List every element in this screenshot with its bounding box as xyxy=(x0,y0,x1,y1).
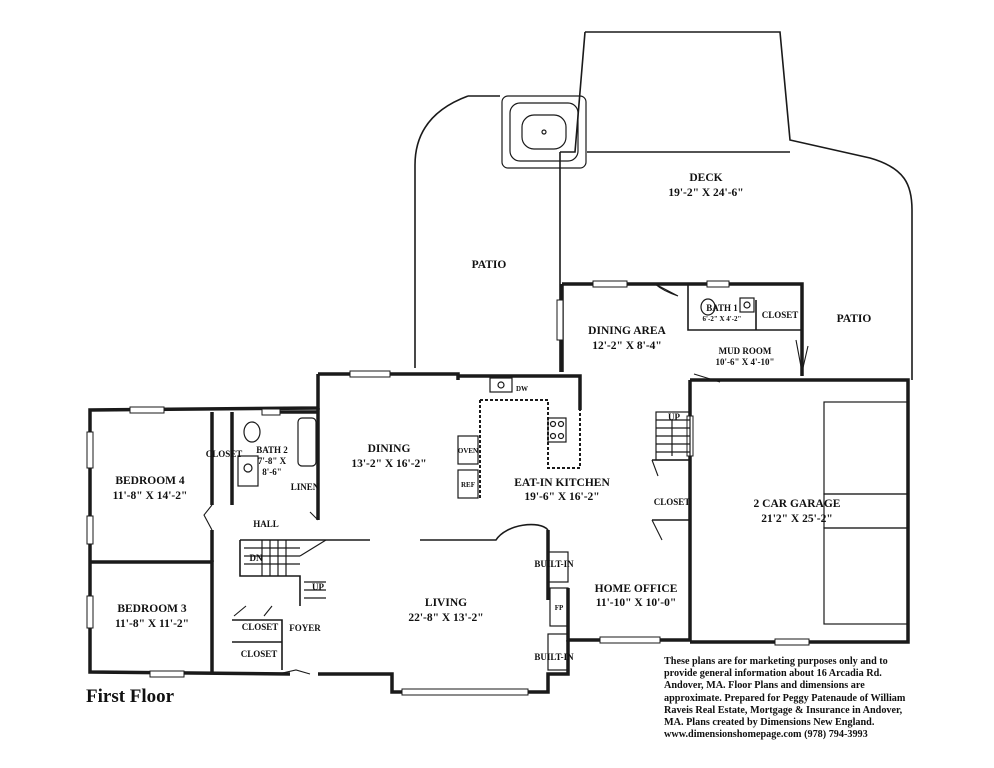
fp-label: FP xyxy=(555,604,564,612)
kitchen-dims: 19'-6" X 16'-2" xyxy=(524,491,599,503)
built-in-top-label: BUILT-IN xyxy=(534,559,574,569)
garage-label: 2 CAR GARAGE xyxy=(754,498,841,510)
bedroom3-dims: 11'-8" X 11'-2" xyxy=(115,618,189,630)
dining-area-label: DINING AREA xyxy=(588,325,666,337)
living-dims: 22'-8" X 13'-2" xyxy=(408,612,483,624)
closet-office-label: CLOSET xyxy=(654,497,691,507)
home-office-label: HOME OFFICE xyxy=(595,583,678,595)
bedroom3-label: BEDROOM 3 xyxy=(117,603,187,615)
bath2-label: BATH 2 xyxy=(256,445,288,455)
mud-room-label: MUD ROOM xyxy=(719,346,772,356)
patio-left-label: PATIO xyxy=(472,259,507,271)
dining-dims: 13'-2" X 16'-2" xyxy=(351,458,426,470)
mud-room-dims: 10'-6" X 4'-10" xyxy=(716,357,775,367)
oven-label: OVEN xyxy=(458,447,478,455)
patio-right-label: PATIO xyxy=(837,313,872,325)
house-walls xyxy=(88,282,910,694)
dw-label: DW xyxy=(516,385,528,393)
foyer-label: FOYER xyxy=(289,623,321,633)
floor-title: First Floor xyxy=(86,686,175,707)
disclaimer-line: Raveis Real Estate, Mortgage & Insurance… xyxy=(664,704,903,716)
disclaimer-line: provide general information about 16 Arc… xyxy=(664,668,882,680)
built-in-bottom-label: BUILT-IN xyxy=(534,652,574,662)
closet-foyer-label: CLOSET xyxy=(242,622,279,632)
disclaimer-line: MA. Plans created by Dimensions New Engl… xyxy=(664,717,875,729)
bath1-label: BATH 1 xyxy=(706,303,738,313)
fixture-labels: DW OVEN REF UP DN UP BUILT-IN BUILT-IN F… xyxy=(250,385,681,662)
bedroom4-label: BEDROOM 4 xyxy=(115,475,185,487)
bedroom4-dims: 11'-8" X 14'-2" xyxy=(113,490,188,502)
closet-b4-label: CLOSET xyxy=(206,449,243,459)
hot-tub-icon xyxy=(501,95,587,169)
up-garage-label: UP xyxy=(668,412,680,422)
dining-label: DINING xyxy=(368,443,411,455)
bath2-dims-2: 8'-6" xyxy=(262,467,282,477)
disclaimer-line: www.dimensionshomepage.com (978) 794-399… xyxy=(664,729,868,741)
disclaimer: These plans are for marketing purposes o… xyxy=(664,656,932,741)
up-foyer-label: UP xyxy=(312,582,324,592)
closet-b3-label: CLOSET xyxy=(241,649,278,659)
bath1-dims: 6'-2" X 4'-2" xyxy=(703,315,742,323)
disclaimer-line: These plans are for marketing purposes o… xyxy=(664,656,888,667)
windows xyxy=(86,280,810,696)
ref-label: REF xyxy=(461,481,475,489)
garage-bays xyxy=(823,401,909,625)
deck-label: DECK xyxy=(689,172,722,184)
hall-label: HALL xyxy=(253,519,279,529)
doors xyxy=(203,283,809,675)
room-labels: DECK 19'-2" X 24'-6" PATIO PATIO DINING … xyxy=(113,172,872,659)
fireplace-builtins xyxy=(547,551,569,671)
bath2-dims-1: 7'-8" X xyxy=(258,456,287,466)
disclaimer-line: Andover, MA. Floor Plans and dimensions … xyxy=(664,680,865,692)
disclaimer-line: approximate. Prepared for Peggy Patenaud… xyxy=(664,692,906,704)
dining-area-dims: 12'-2" X 8'-4" xyxy=(592,340,662,352)
living-label: LIVING xyxy=(425,597,467,609)
linen-label: LINEN xyxy=(291,482,320,492)
kitchen-label: EAT-IN KITCHEN xyxy=(514,477,610,489)
garage-dims: 21'2" X 25'-2" xyxy=(761,513,833,525)
home-office-dims: 11'-10" X 10'-0" xyxy=(596,597,677,609)
closet-mud-label: CLOSET xyxy=(762,310,799,320)
outdoor-outline xyxy=(414,31,913,380)
kitchen-fixtures xyxy=(457,377,581,500)
bath-fixtures xyxy=(237,297,755,487)
dn-label: DN xyxy=(250,553,263,563)
stairs xyxy=(244,411,691,599)
deck-dims: 19'-2" X 24'-6" xyxy=(668,187,743,199)
